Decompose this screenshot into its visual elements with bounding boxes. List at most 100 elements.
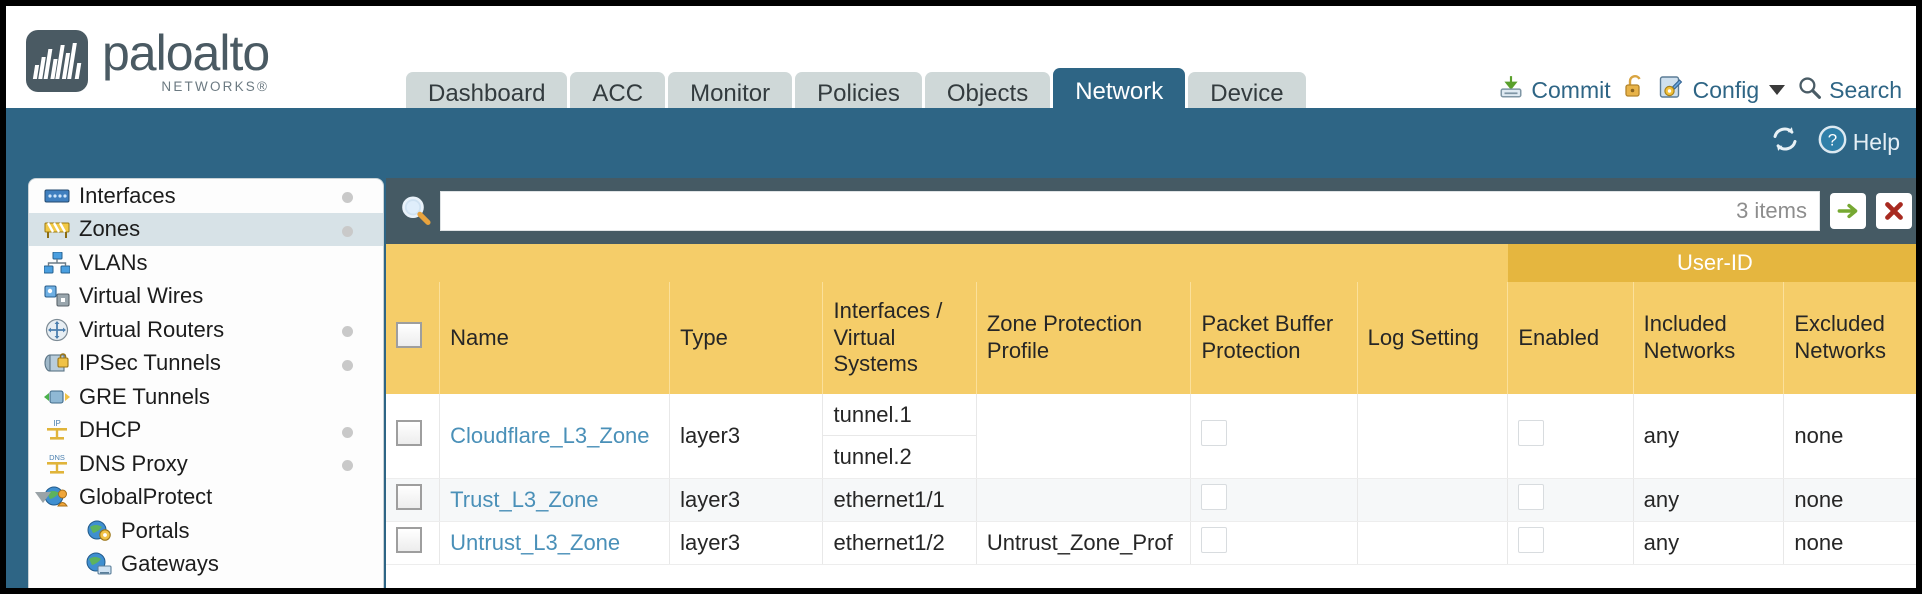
col-header-interfaces-virtual-systems[interactable]: Interfaces / Virtual Systems — [822, 282, 977, 394]
svg-text:DNS: DNS — [49, 453, 65, 462]
sidebar-item-vlans[interactable]: VLANs — [29, 246, 383, 280]
commit-button[interactable]: Commit — [1498, 74, 1611, 106]
user-id-enabled-cell — [1507, 521, 1634, 565]
excluded-networks-value: none — [1794, 487, 1844, 512]
sidebar-item-zones[interactable]: Zones — [29, 212, 383, 246]
sidebar-item-status-dot — [342, 326, 353, 337]
row-select-checkbox[interactable] — [396, 527, 422, 553]
help-question-icon: ? — [1818, 125, 1847, 160]
dhcp-icon: IP — [43, 418, 71, 442]
zone-name-link[interactable]: Untrust_L3_Zone — [450, 530, 621, 555]
col-header-type[interactable]: Type — [669, 282, 824, 394]
config-dropdown[interactable]: Config — [1659, 74, 1786, 106]
zones-icon — [43, 217, 71, 241]
user-id-enabled-checkbox[interactable] — [1518, 420, 1545, 446]
help-label: Help — [1852, 128, 1900, 155]
sidebar-item-dhcp[interactable]: IP DHCP — [29, 414, 383, 448]
sidebar-item-label: DHCP — [79, 417, 142, 443]
sidebar-item-gre-tunnels[interactable]: GRE Tunnels — [29, 380, 383, 414]
top-bar: paloalto NETWORKS® Dashboard ACC Monitor… — [0, 0, 1922, 116]
zones-table-container: User-ID Name Type Interfaces / Virtual S… — [386, 244, 1922, 594]
expand-collapse-triangle-icon[interactable] — [35, 491, 51, 503]
sidebar-item-gateways[interactable]: Gateways — [29, 548, 383, 582]
col-header-included-networks[interactable]: Included Networks — [1633, 282, 1785, 394]
sidebar-item-interfaces[interactable]: Interfaces — [29, 179, 383, 213]
select-all-checkbox[interactable] — [396, 321, 422, 348]
filter-input-wrapper[interactable]: 3 items — [440, 191, 1820, 231]
zone-name-cell: Trust_L3_Zone — [439, 478, 671, 522]
zone-protection-profile-cell — [976, 394, 1192, 479]
left-border — [0, 0, 6, 594]
packet-buffer-protection-checkbox[interactable] — [1201, 527, 1228, 553]
sidebar-item-label: Portals — [121, 517, 190, 543]
user-id-enabled-checkbox[interactable] — [1518, 484, 1545, 510]
col-header-excluded-networks[interactable]: Excluded Networks — [1783, 282, 1922, 394]
search-label: Search — [1829, 76, 1902, 103]
zone-name-cell: Untrust_L3_Zone — [439, 521, 671, 565]
config-label: Config — [1692, 76, 1760, 103]
virtual-wires-icon — [43, 284, 71, 308]
svg-text:?: ? — [1827, 130, 1836, 149]
included-networks-cell: any — [1633, 521, 1785, 565]
included-networks-value: any — [1643, 487, 1680, 512]
sidebar-item-globalprotect[interactable]: GlobalProtect — [29, 481, 383, 515]
right-border — [1916, 0, 1922, 594]
sidebar-item-virtual-routers[interactable]: Virtual Routers — [29, 313, 383, 347]
included-networks-value: any — [1643, 423, 1680, 448]
excluded-networks-cell: none — [1783, 394, 1922, 479]
gre-tunnels-icon — [43, 385, 71, 409]
user-id-enabled-checkbox[interactable] — [1518, 527, 1545, 553]
zone-protection-profile-cell: Untrust_Zone_Prof — [976, 521, 1192, 565]
sidebar-item-ipsec-tunnels[interactable]: IPSec Tunnels — [29, 347, 383, 381]
portals-icon — [85, 519, 113, 543]
col-header-name[interactable]: Name — [439, 282, 671, 394]
interfaces-icon — [43, 184, 71, 208]
sidebar-item-portals[interactable]: Portals — [29, 514, 383, 548]
help-button[interactable]: ? Help — [1818, 125, 1900, 160]
col-header-zone-protection-profile[interactable]: Zone Protection Profile — [976, 282, 1192, 394]
zone-name-link[interactable]: Cloudflare_L3_Zone — [450, 423, 650, 448]
apply-filter-button[interactable] — [1830, 193, 1866, 229]
interfaces-cell: ethernet1/1 — [822, 478, 977, 522]
zone-type-cell: layer3 — [669, 478, 824, 522]
packet-buffer-protection-cell — [1190, 478, 1358, 522]
packet-buffer-protection-checkbox[interactable] — [1201, 420, 1228, 446]
col-header-enabled[interactable]: Enabled — [1507, 282, 1634, 394]
row-select-checkbox[interactable] — [396, 420, 422, 446]
packet-buffer-protection-checkbox[interactable] — [1201, 484, 1228, 510]
sidebar-item-label: Virtual Wires — [79, 283, 204, 309]
interfaces-stack: ethernet1/2 — [823, 522, 975, 564]
zone-name-link[interactable]: Trust_L3_Zone — [450, 487, 599, 512]
group-header-blank — [386, 244, 1508, 282]
main-content: 3 items — [386, 178, 1922, 594]
interface-item: ethernet1/1 — [833, 487, 945, 512]
filter-input[interactable] — [453, 197, 1727, 225]
col-header-packet-buffer-protection[interactable]: Packet Buffer Protection — [1190, 282, 1358, 394]
commit-label: Commit — [1531, 76, 1611, 103]
col-header-log-setting[interactable]: Log Setting — [1357, 282, 1509, 394]
sidebar-item-virtual-wires[interactable]: Virtual Wires — [29, 280, 383, 314]
log-setting-cell — [1357, 521, 1509, 565]
included-networks-cell: any — [1633, 478, 1785, 522]
clear-filter-button[interactable] — [1876, 193, 1912, 229]
search-button[interactable]: Search — [1797, 75, 1902, 106]
filter-search-icon[interactable] — [398, 193, 434, 229]
refresh-button[interactable] — [1770, 124, 1800, 160]
row-select-checkbox[interactable] — [396, 484, 422, 510]
group-header-user-id: User-ID — [1507, 244, 1922, 282]
sidebar-item-status-dot — [342, 460, 353, 471]
lock-open-icon — [1623, 74, 1647, 106]
lock-button[interactable] — [1623, 74, 1647, 106]
group-header-row: User-ID — [386, 244, 1922, 282]
table-row[interactable]: Trust_L3_Zone layer3 ethernet1/1 any none — [386, 478, 1922, 522]
interfaces-cell: ethernet1/2 — [822, 521, 977, 565]
search-filter-bar: 3 items — [386, 178, 1922, 244]
